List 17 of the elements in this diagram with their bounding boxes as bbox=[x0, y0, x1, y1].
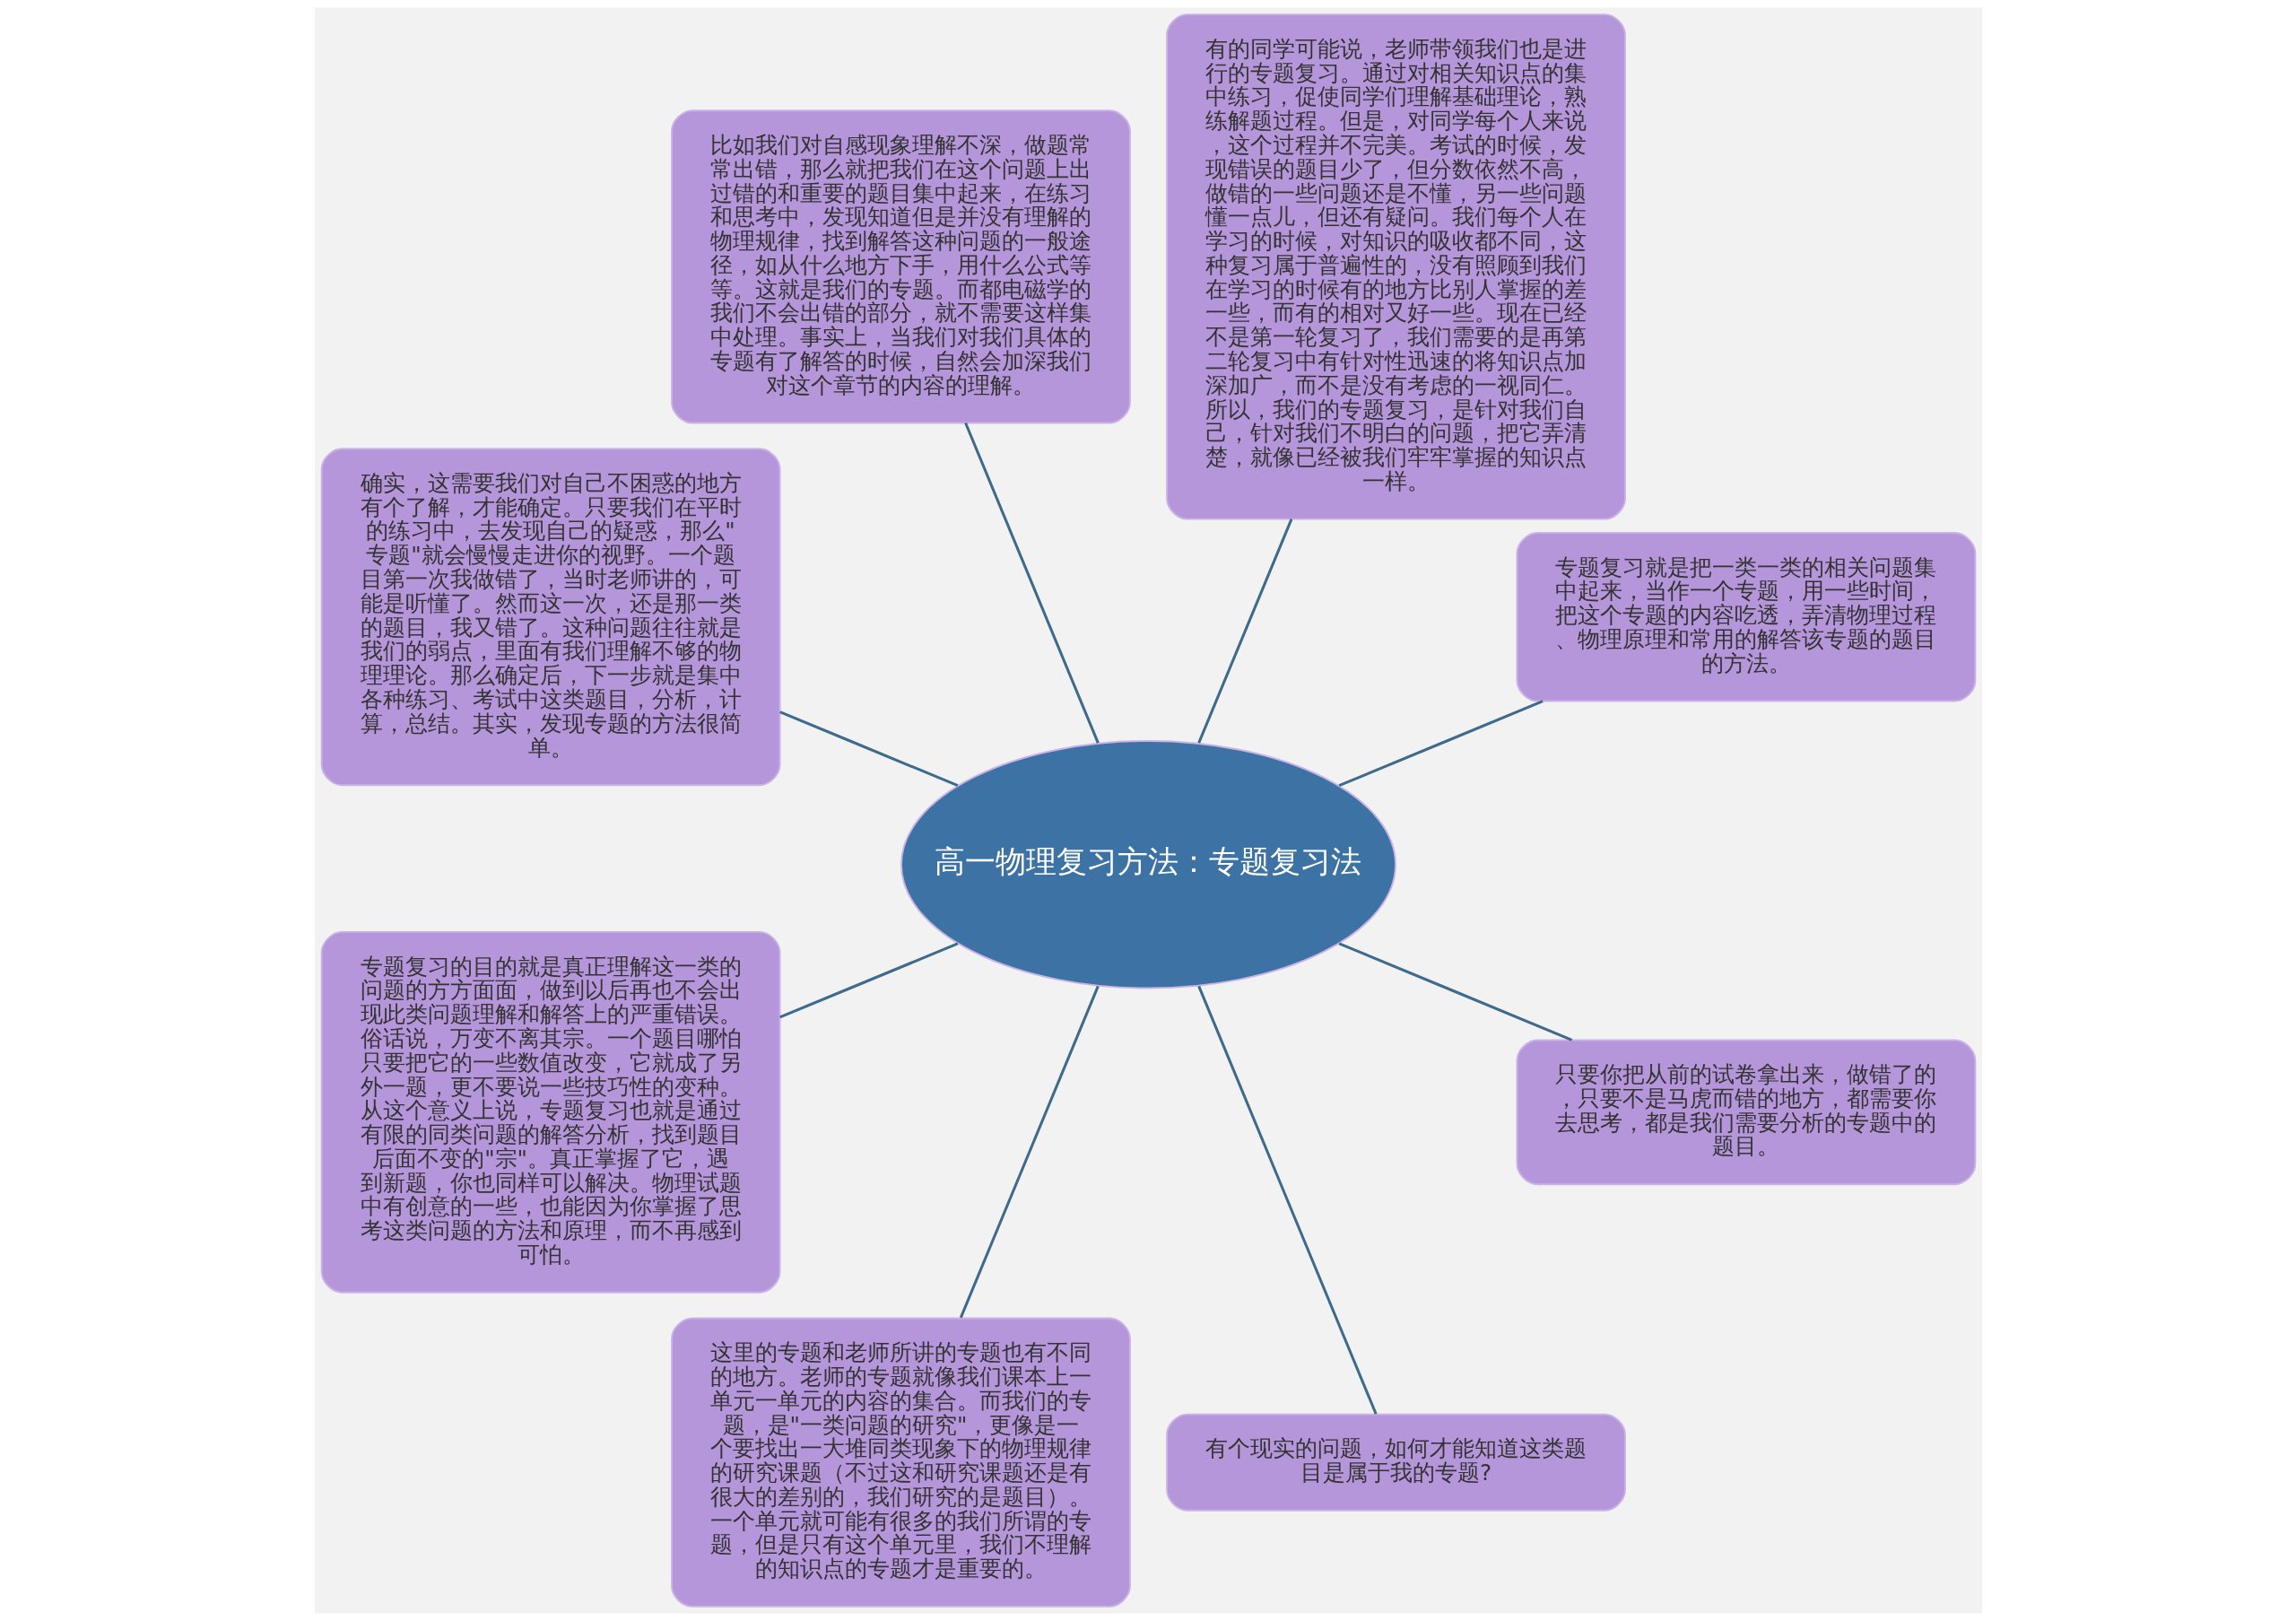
connector bbox=[959, 985, 1100, 1319]
connector bbox=[1196, 985, 1378, 1415]
connector bbox=[778, 942, 958, 1019]
connector bbox=[1338, 942, 1572, 1041]
node-box: 只要你把从前的试卷拿出来，做错了的，只要不是马虎而错的地方，都需要你去思考，都是我们需要分析的专题中的题目。 bbox=[1516, 1039, 1976, 1186]
node-box: 确实，这需要我们对自己不困惑的地方有个了解，才能确定。只要我们在平时的练习中，去发现自己的疑惑，那么"专题"就会慢慢走进你的视野。一个题目第一次我做错了，当时老师讲的，可能是听懂了。然而这一次，还是那一类的题目，我又错了。这种问题往往就是我们的弱点，里面有我们理解不够的物理理论。那么确定后，下一步就是集中各种练习、考试中这类题目，分析，计算，总结。其实，发现专题的方法很简单。 bbox=[320, 448, 780, 787]
connector bbox=[778, 710, 958, 788]
connector bbox=[963, 422, 1100, 744]
node-box: 比如我们对自感现象理解不深，做题常常出错，那么就把我们在这个问题上出过错的和重要的题目集中起来，在练习和思考中，发现知道但是并没有理解的物理规律，找到解答这种问题的一般途径，如从什么地方下手，用什么公式等等。这就是我们的专题。而都电磁学的我们不会出错的部分，就不需要这样集中处理。事实上，当我们对我们具体的专题有了解答的时候，自然会加深我们对这个章节的内容的理解。 bbox=[670, 109, 1131, 424]
node-ellipse: 高一物理复习方法：专题复习法 bbox=[900, 740, 1396, 989]
node-box: 专题复习就是把一类一类的相关问题集中起来，当作一个专题，用一些时间，把这个专题的内容吃透，弄清物理过程、物理原理和常用的解答该专题的题目的方法。 bbox=[1516, 532, 1976, 702]
node-box: 有个现实的问题，如何才能知道这类题目是属于我的专题? bbox=[1165, 1413, 1626, 1512]
node-box: 专题复习的目的就是真正理解这一类的问题的方方面面，做到以后再也不会出现此类问题理解和解答上的严重错误。俗话说，万变不离其宗。一个题目哪怕只要把它的一些数值改变，它就成了另外一题，更不要说一些技巧性的变种。从这个意义上说，专题复习也就是通过有限的同类问题的解答分析，找到题目后面不变的"宗"。真正掌握了它，遇到新题，你也同样可以解决。物理试题中有创意的一些，也能因为你掌握了思考这类问题的方法和原理，而不再感到可怕。 bbox=[320, 930, 780, 1294]
connector bbox=[1338, 700, 1544, 788]
connector bbox=[1196, 519, 1292, 744]
node-box: 这里的专题和老师所讲的专题也有不同的地方。老师的专题就像我们课本上一单元一单元的内容的集合。而我们的专题，是"一类问题的研究"，更像是一个要找出一大堆同类现象下的物理规律的研究课题（不过这和研究课题还是有很大的差别的，我们研究的是题目）。一个单元就可能有很多的我们所谓的专题，但是只有这个单元里，我们不理解的知识点的专题才是重要的。 bbox=[670, 1317, 1131, 1608]
node-box: 有的同学可能说，老师带领我们也是进行的专题复习。通过对相关知识点的集中练习，促使同学们理解基础理论，熟练解题过程。但是，对同学每个人来说，这个过程并不完美。考试的时候，发现错误的题目少了，但分数依然不高，做错的一些问题还是不懂，另一些问题懂一点儿，但还有疑问。我们每个人在学习的时候，对知识的吸收都不同，这种复习属于普遍性的，没有照顾到我们在学习的时候有的地方比别人掌握的差一些，而有的相对又好一些。现在已经不是第一轮复习了，我们需要的是再第二轮复习中有针对性迅速的将知识点加深加广，而不是没有考虑的一视同仁。所以，我们的专题复习，是针对我们自己，针对我们不明白的问题，把它弄清楚，就像已经被我们牢牢掌握的知识点一样。 bbox=[1165, 13, 1626, 520]
